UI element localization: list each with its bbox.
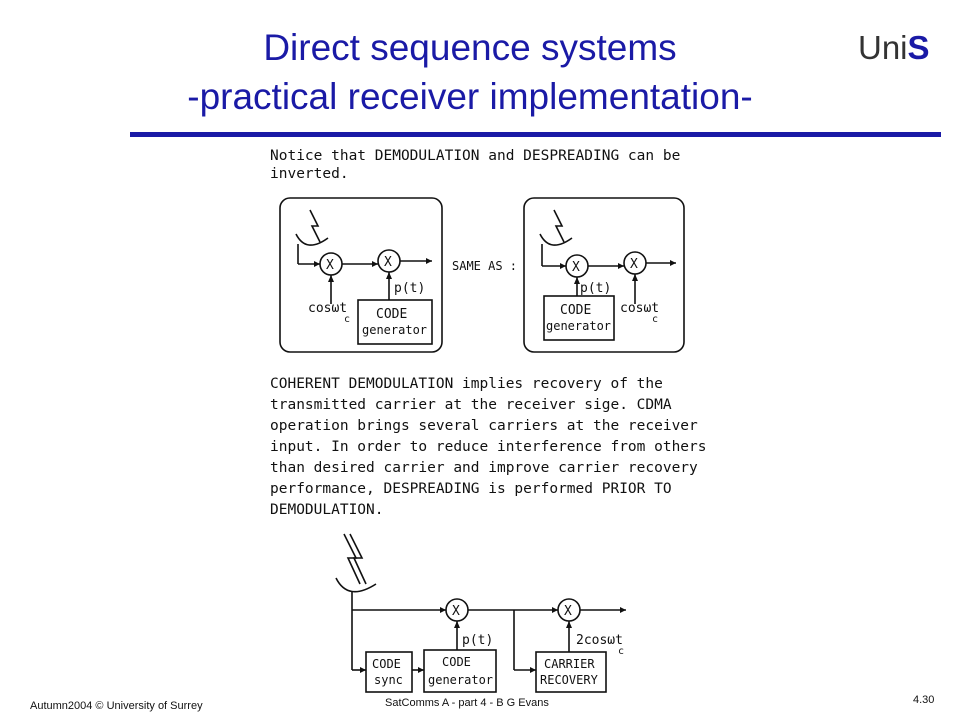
para-line-5: than desired carrier and improve carrier… bbox=[270, 460, 698, 476]
left-gen-line2: generator bbox=[362, 323, 427, 337]
rec-line1: CARRIER bbox=[544, 657, 595, 671]
mult1-label: X bbox=[452, 604, 460, 619]
right-cos-sub: c bbox=[652, 314, 658, 325]
signal-icon bbox=[343, 533, 361, 585]
left-gen-line1: CODE bbox=[376, 307, 407, 322]
para-line-6: performance, DESPREADING is performed PR… bbox=[270, 481, 672, 497]
left-signal-icon bbox=[309, 209, 321, 243]
right-signal-icon bbox=[553, 209, 565, 243]
para-line-2: transmitted carrier at the receiver sige… bbox=[270, 397, 672, 413]
code-generator-block bbox=[423, 649, 497, 693]
antenna-icon bbox=[335, 577, 377, 593]
left-cos-sub: c bbox=[344, 314, 350, 325]
notice-line2: inverted. bbox=[270, 166, 349, 182]
pt-label: p(t) bbox=[462, 633, 493, 648]
para-line-3: operation brings several carriers at the… bbox=[270, 418, 698, 434]
footer-course: SatComms A - part 4 - B G Evans bbox=[385, 697, 549, 709]
unis-logo: UniS bbox=[858, 29, 930, 67]
sync-line2: sync bbox=[374, 673, 403, 687]
footer-page-number: 4.30 bbox=[913, 694, 935, 706]
right-pt-label: p(t) bbox=[580, 281, 611, 296]
slide-title-line2: -practical receiver implementation- bbox=[187, 76, 753, 117]
cos-label: 2cosωt bbox=[576, 633, 623, 648]
right-mult1-label: X bbox=[572, 260, 580, 275]
cos-sub: c bbox=[618, 646, 624, 657]
logo-suffix: S bbox=[907, 29, 930, 66]
code-sync-block bbox=[365, 651, 413, 693]
left-receiver-frame bbox=[279, 197, 443, 353]
left-antenna-icon bbox=[295, 233, 329, 246]
para-line-1: COHERENT DEMODULATION implies recovery o… bbox=[270, 376, 663, 392]
left-cos-label: cosωt bbox=[308, 301, 347, 316]
right-receiver-frame bbox=[523, 197, 685, 353]
same-as-label: SAME AS : bbox=[452, 259, 517, 273]
notice-line1: Notice that DEMODULATION and DESPREADING… bbox=[270, 148, 681, 164]
para-line-4: input. In order to reduce interference f… bbox=[270, 439, 707, 455]
diagram-equivalent-receivers: X X p(t) cosωt c CODE generator SAME AS … bbox=[279, 197, 685, 353]
left-code-generator bbox=[357, 299, 433, 345]
slide-title-line1: Direct sequence systems bbox=[263, 27, 677, 68]
diagram-despread-before-demod: X X p(t) 2cosωt c CODE sync CODE generat… bbox=[335, 533, 626, 693]
left-mult2-label: X bbox=[384, 255, 392, 270]
right-gen-line1: CODE bbox=[560, 303, 591, 318]
right-code-generator bbox=[543, 295, 615, 341]
mult2-label: X bbox=[564, 604, 572, 619]
right-gen-line2: generator bbox=[546, 319, 611, 333]
title-divider bbox=[130, 132, 941, 137]
gen-line1: CODE bbox=[442, 655, 471, 669]
right-mult2-label: X bbox=[630, 257, 638, 272]
left-mult1-label: X bbox=[326, 258, 334, 273]
left-pt-label: p(t) bbox=[394, 281, 425, 296]
sync-line1: CODE bbox=[372, 657, 401, 671]
para-line-7: DEMODULATION. bbox=[270, 502, 384, 518]
carrier-recovery-block bbox=[535, 651, 607, 693]
logo-prefix: Uni bbox=[858, 29, 908, 66]
right-cos-label: cosωt bbox=[620, 301, 659, 316]
right-antenna-icon bbox=[539, 233, 573, 246]
gen-line2: generator bbox=[428, 673, 493, 687]
footer-copyright: Autumn2004 © University of Surrey bbox=[30, 700, 203, 712]
rec-line2: RECOVERY bbox=[540, 673, 599, 687]
